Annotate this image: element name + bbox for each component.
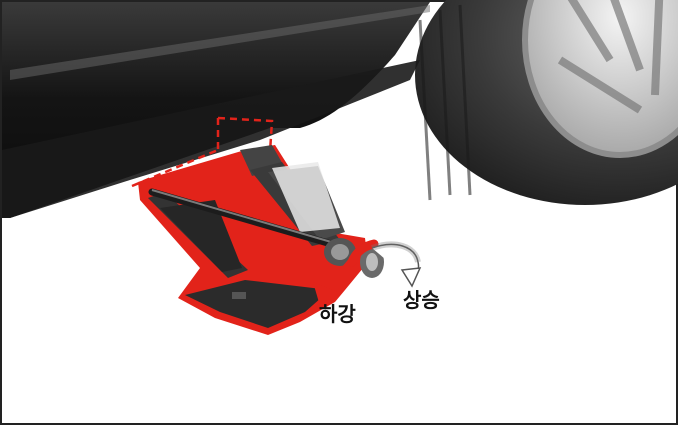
- jack-highlight: [138, 145, 368, 335]
- lower-label: 하강: [319, 302, 356, 326]
- scissor-jack: [148, 145, 384, 328]
- curved-arrow-counterclockwise-icon: [313, 239, 379, 306]
- curved-arrow-clockwise-icon: [371, 241, 422, 288]
- raise-label: 상승: [403, 288, 440, 312]
- wheel-rim: [522, 0, 678, 158]
- car-body-sill: [2, 60, 420, 218]
- car-body-highlight: [10, 5, 430, 80]
